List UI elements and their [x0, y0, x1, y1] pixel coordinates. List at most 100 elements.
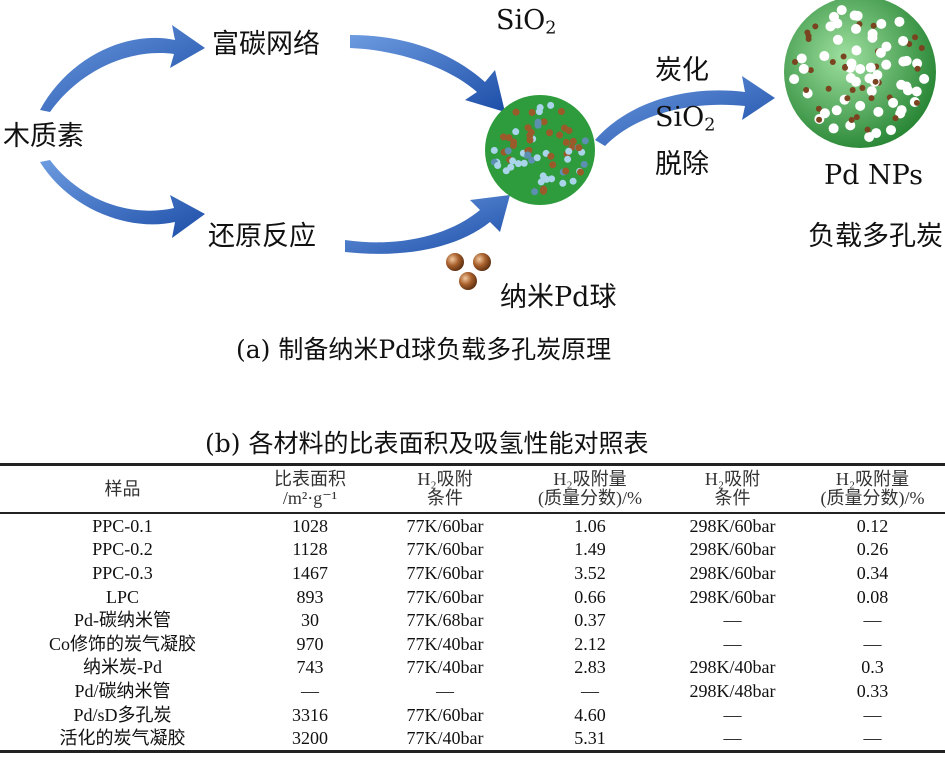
particle — [494, 162, 502, 170]
table-cell: — — [723, 610, 742, 631]
particle — [565, 147, 573, 155]
label-reduction: 还原反应 — [208, 221, 316, 252]
arrow-upper-right — [350, 35, 505, 112]
particle — [526, 136, 534, 144]
particle — [528, 108, 536, 116]
pore-or-particle — [881, 59, 892, 70]
table-cell: 0.34 — [856, 562, 889, 583]
table-cell: 2.12 — [574, 633, 606, 654]
particle — [527, 128, 535, 136]
particle — [528, 156, 536, 164]
table-cell: 77K/40bar — [406, 633, 484, 654]
particle — [547, 101, 555, 109]
table-cell: 77K/68bar — [406, 610, 484, 631]
pore-or-particle — [849, 87, 856, 94]
table-cell: 3.52 — [574, 562, 606, 583]
pore-or-particle — [851, 23, 862, 34]
table-cell: PPC-0.3 — [92, 562, 153, 583]
particle — [531, 188, 539, 196]
particle — [509, 157, 517, 165]
table-cell: — — [581, 680, 599, 701]
header-line1: 样品 — [104, 478, 141, 499]
pore-or-particle — [919, 73, 930, 84]
pore-or-particle — [851, 45, 862, 56]
arrow-lower-left — [40, 160, 205, 238]
header-line2: (质量分数)/% — [820, 488, 925, 508]
pore-or-particle — [845, 120, 856, 131]
table-cell: 0.08 — [856, 586, 889, 607]
pore-or-particle — [836, 5, 847, 16]
label-remove: 脱除 — [655, 149, 709, 180]
table-cell: Pd-碳纳米管 — [73, 610, 171, 631]
pore-or-particle — [918, 44, 925, 51]
particle — [577, 168, 585, 176]
table-cell: 5.31 — [574, 728, 606, 749]
table-cell: Pd/sD多孔炭 — [73, 704, 172, 725]
particle — [520, 159, 528, 167]
header-line1: 比表面积 — [274, 469, 346, 489]
pore-or-particle — [845, 73, 856, 84]
header-line2: /m²·g⁻¹ — [282, 488, 338, 508]
header-cell: H₂吸附条件 — [665, 465, 800, 514]
particle — [505, 134, 513, 142]
particle — [546, 129, 554, 137]
pore-or-particle — [871, 128, 882, 139]
table-cell: Co修饰的炭气凝胶 — [48, 633, 196, 654]
table-cell: 298K/40bar — [689, 657, 776, 678]
table-cell: 0.33 — [856, 680, 889, 701]
particle — [564, 155, 572, 163]
pore-or-particle — [832, 34, 843, 45]
pore-or-particle — [888, 97, 899, 108]
particle — [548, 175, 556, 183]
table-cell: 2.83 — [574, 657, 606, 678]
particle — [536, 104, 544, 112]
table-cell: 77K/40bar — [406, 728, 484, 749]
particle — [539, 172, 547, 180]
pore-or-particle — [865, 62, 876, 73]
pore-or-particle — [804, 29, 811, 36]
header-cell: H₂吸附条件 — [375, 465, 515, 514]
header-line1: H₂吸附 — [704, 469, 761, 489]
table-cell: 0.26 — [856, 539, 889, 560]
particle — [512, 128, 520, 136]
table-cell: — — [436, 680, 454, 701]
arrow-upper-left — [40, 25, 205, 112]
table-cell: 77K/60bar — [406, 539, 484, 560]
pore-or-particle — [825, 85, 832, 92]
pore-or-particle — [849, 10, 860, 21]
arrow-carbonize — [595, 76, 775, 146]
pore-or-particle — [912, 34, 919, 41]
pore-or-particle — [815, 105, 822, 112]
arrow-lower-right — [345, 195, 510, 254]
table-cell: 1.06 — [574, 515, 606, 536]
particle — [540, 118, 548, 126]
pore-or-particle — [846, 58, 857, 69]
header-line1: H₂吸附 — [417, 469, 473, 489]
table-cell: 298K/48bar — [689, 680, 776, 701]
table-cell: — — [863, 704, 882, 725]
caption-b: (b) 各材料的比表面积及吸氢性能对照表 — [205, 429, 649, 458]
pore-or-particle — [914, 65, 921, 72]
pore-or-particle — [853, 114, 860, 121]
header-line1: H₂吸附量 — [553, 469, 627, 489]
table-cell: 4.60 — [574, 704, 606, 725]
pd-porous-carbon-sphere — [784, 0, 936, 148]
particle — [509, 141, 517, 149]
pore-or-particle — [855, 100, 866, 111]
pore-or-particle — [819, 51, 830, 62]
table-cell: 77K/60bar — [406, 586, 484, 607]
particle — [533, 154, 541, 162]
label-pd-nps: Pd NPs — [824, 160, 923, 191]
pore-or-particle — [868, 95, 875, 102]
caption-a: (a) 制备纳米Pd球负载多孔炭原理 — [236, 335, 612, 364]
table-cell: 0.3 — [861, 657, 884, 678]
table-cell: 3316 — [292, 704, 328, 725]
pore-or-particle — [892, 115, 899, 122]
header-line2: 条件 — [714, 488, 751, 508]
table-cell: 893 — [296, 586, 324, 607]
table-cell: 30 — [301, 610, 319, 631]
